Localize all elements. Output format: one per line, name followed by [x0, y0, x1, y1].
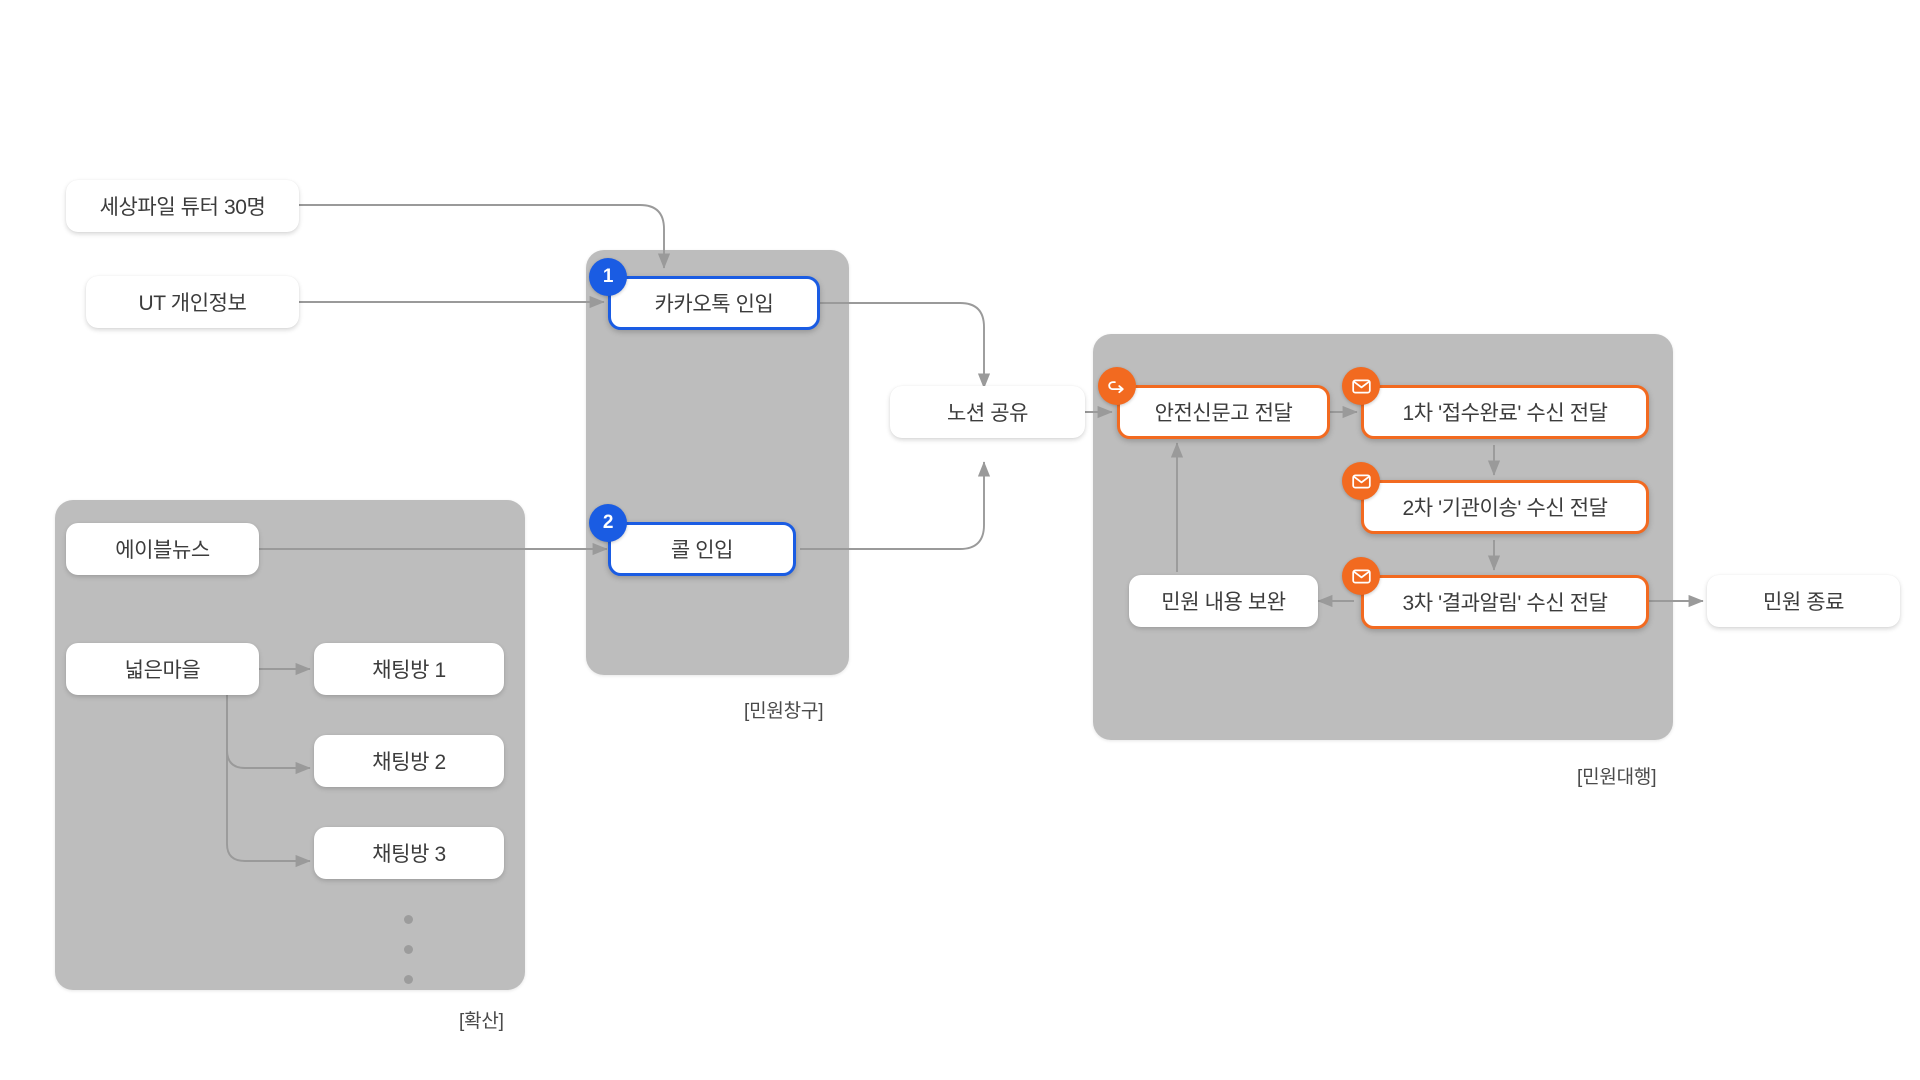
step-badge-1: 1: [589, 258, 627, 296]
node-label: UT 개인정보: [138, 292, 247, 315]
node-label: 1차 '접수완료' 수신 전달: [1402, 402, 1608, 425]
node-ablenews[interactable]: 에이블뉴스: [66, 523, 259, 575]
node-chatroom-1[interactable]: 채팅방 1: [314, 643, 504, 695]
node-label: 민원 종료: [1762, 591, 1845, 614]
node-label: 노션 공유: [946, 402, 1029, 425]
node-chatroom-3[interactable]: 채팅방 3: [314, 827, 504, 879]
node-label: 세상파일 튜터 30명: [99, 196, 266, 219]
node-notify-step1[interactable]: 1차 '접수완료' 수신 전달: [1342, 367, 1649, 439]
ellipsis-dot: [404, 975, 413, 984]
node-label: 3차 '결과알림' 수신 전달: [1402, 592, 1608, 615]
node-notify-step2[interactable]: 2차 '기관이송' 수신 전달: [1342, 462, 1649, 534]
node-label: 콜 인입: [670, 539, 734, 562]
node-notify-step3[interactable]: 3차 '결과알림' 수신 전달: [1342, 557, 1649, 629]
envelope-icon: [1342, 367, 1380, 405]
node-label: 안전신문고 전달: [1154, 402, 1293, 425]
chatroom-ellipsis: [404, 915, 413, 1005]
node-complaint-close[interactable]: 민원 종료: [1707, 575, 1900, 627]
node-source-tutor[interactable]: 세상파일 튜터 30명: [66, 180, 299, 232]
node-label: 에이블뉴스: [115, 539, 210, 562]
node-safety-report[interactable]: 안전신문고 전달: [1098, 367, 1330, 439]
node-source-ut[interactable]: UT 개인정보: [86, 276, 299, 328]
group-label-agency: [민원대행]: [1577, 767, 1657, 788]
envelope-icon: [1342, 557, 1380, 595]
node-label: 채팅방 1: [372, 659, 446, 682]
envelope-icon: [1342, 462, 1380, 500]
node-label: 2차 '기관이송' 수신 전달: [1402, 497, 1608, 520]
group-label-spread: [확산]: [459, 1011, 504, 1032]
node-chatroom-2[interactable]: 채팅방 2: [314, 735, 504, 787]
step-badge-2: 2: [589, 504, 627, 542]
node-call-intake[interactable]: 2 콜 인입: [589, 504, 796, 576]
node-label: 채팅방 3: [372, 843, 446, 866]
ellipsis-dot: [404, 945, 413, 954]
share-arrow-icon: [1098, 367, 1136, 405]
node-complaint-amend[interactable]: 민원 내용 보완: [1129, 575, 1318, 627]
ellipsis-dot: [404, 915, 413, 924]
node-village[interactable]: 넓은마을: [66, 643, 259, 695]
node-label: 카카오톡 인입: [654, 293, 774, 316]
group-label-counter: [민원창구]: [744, 701, 824, 722]
node-notion-share[interactable]: 노션 공유: [890, 386, 1085, 438]
node-label: 민원 내용 보완: [1161, 591, 1286, 614]
node-label: 넓은마을: [124, 659, 201, 682]
node-label: 채팅방 2: [372, 751, 446, 774]
node-kakao-intake[interactable]: 1 카카오톡 인입: [589, 258, 820, 330]
